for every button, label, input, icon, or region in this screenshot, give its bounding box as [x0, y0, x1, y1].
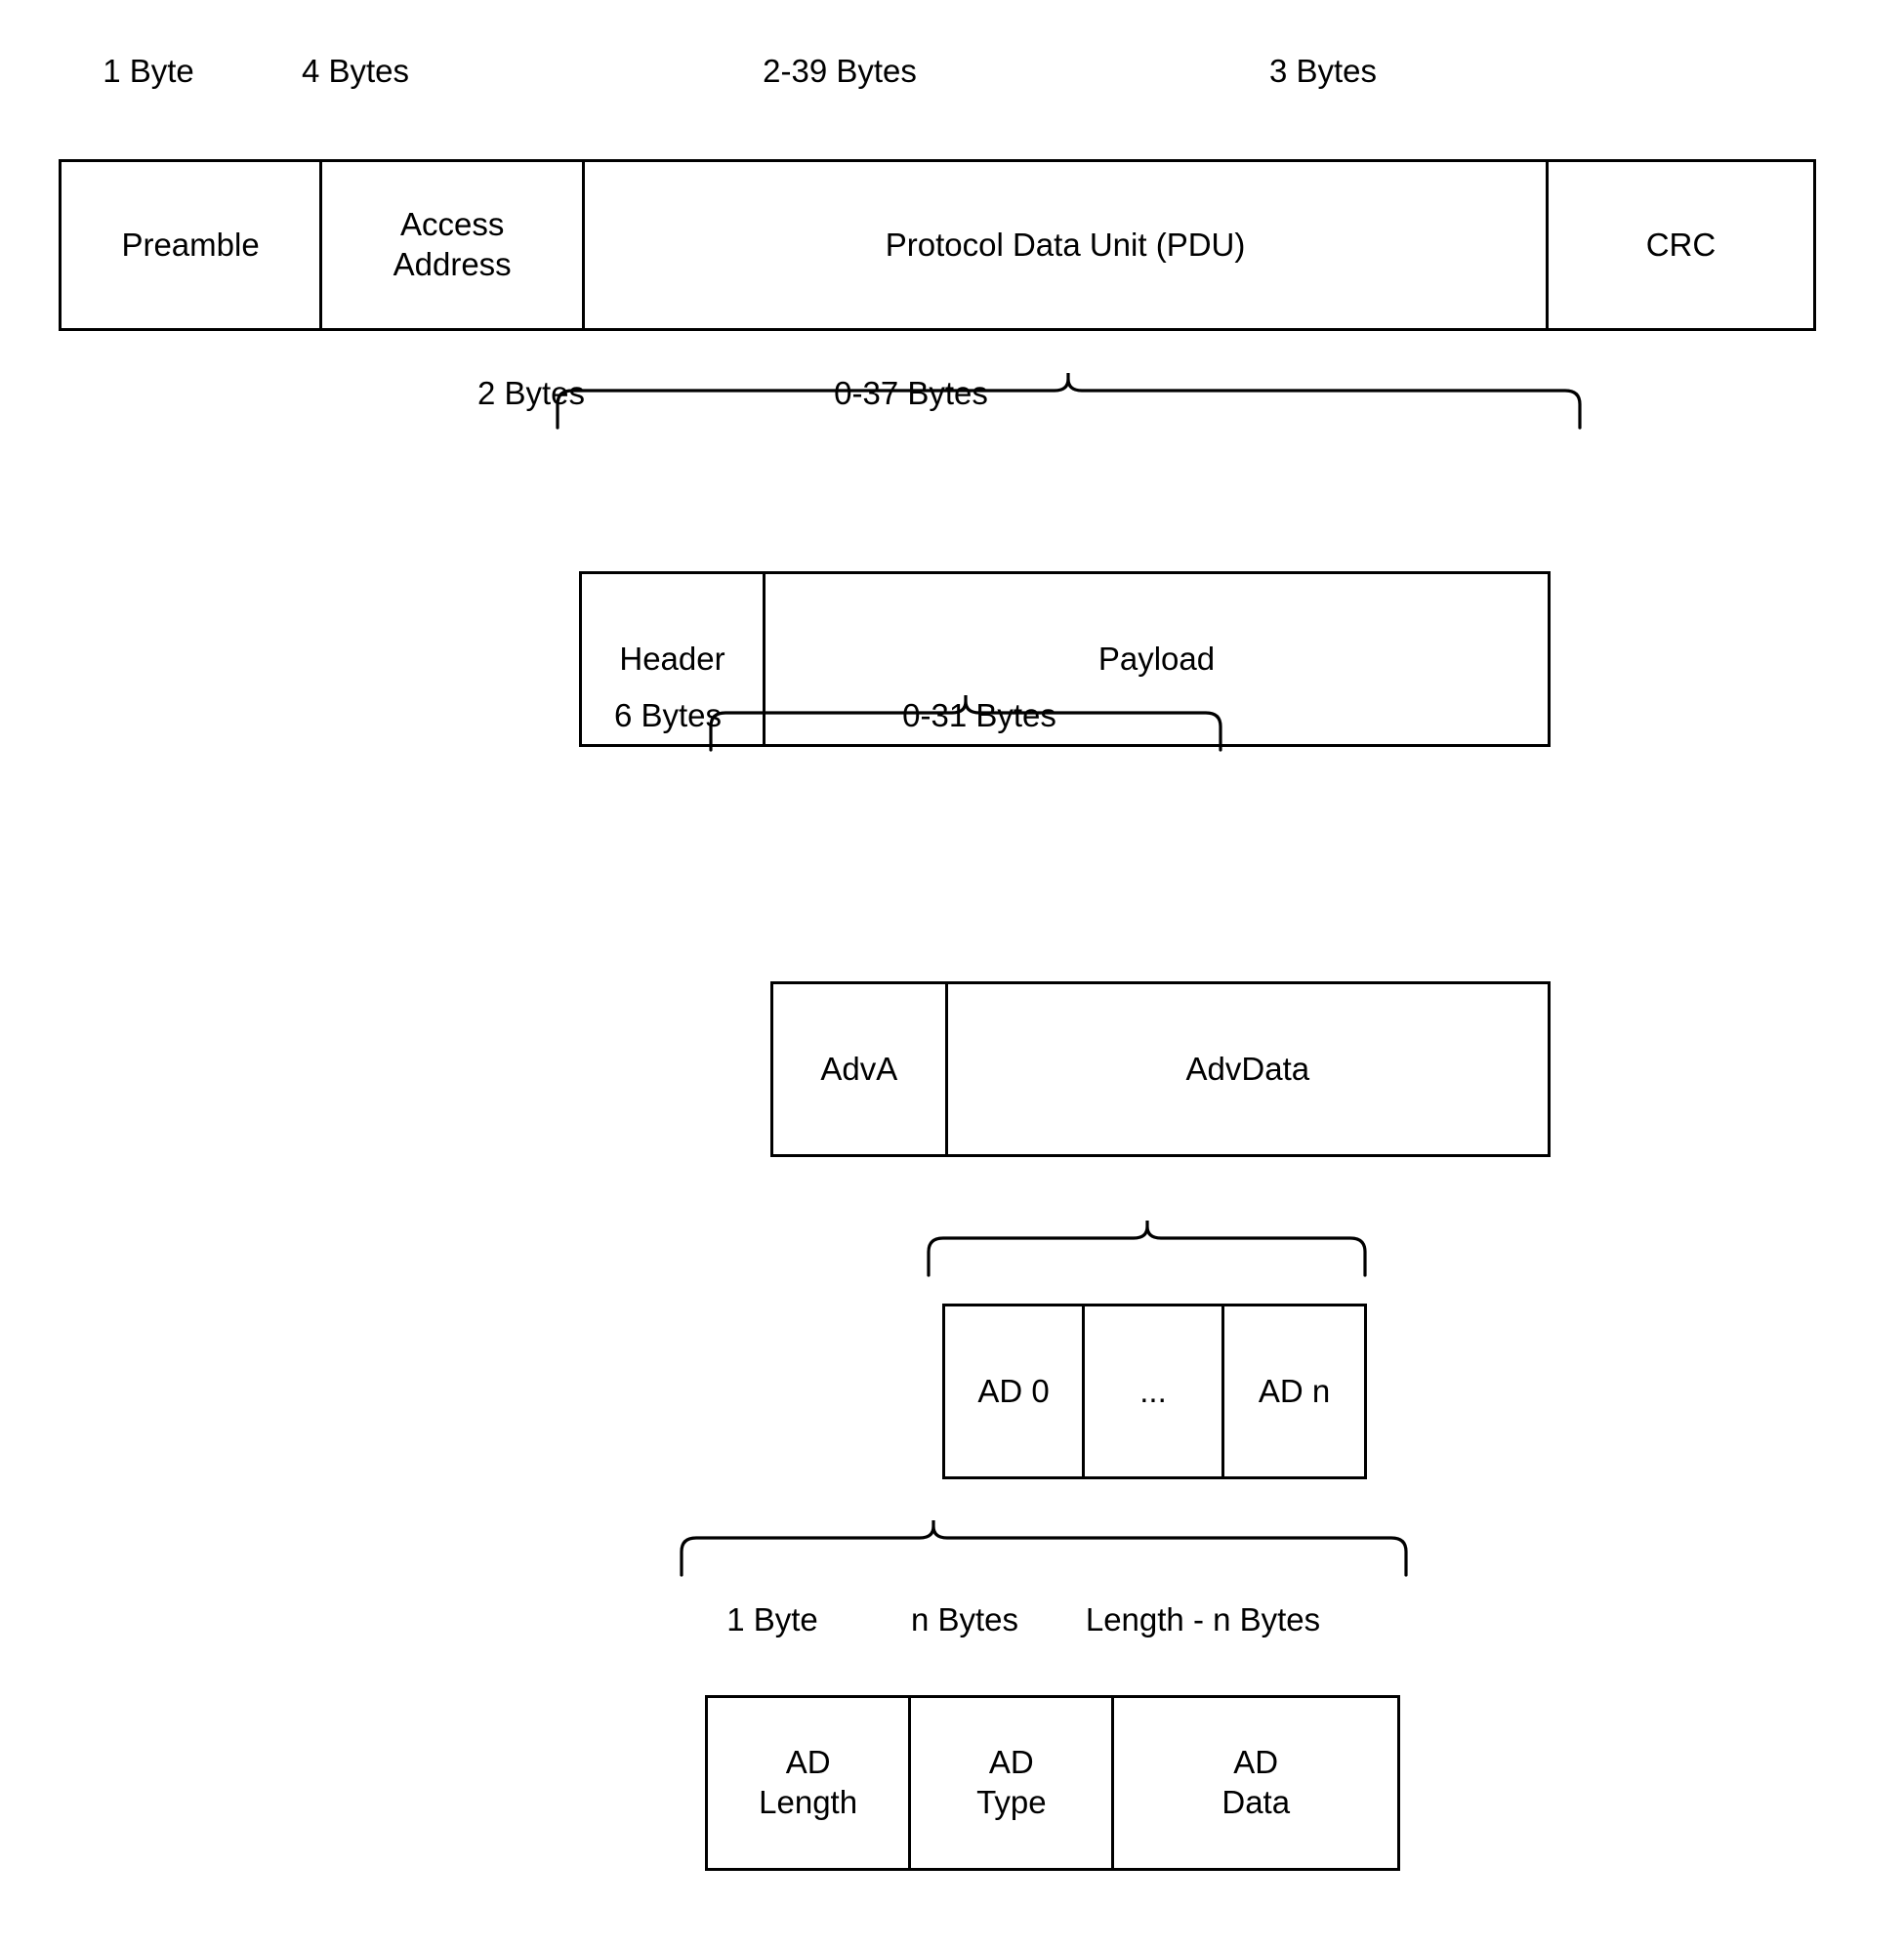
size-label-header: 2 Bytes	[476, 375, 586, 411]
field-access-address: Access Address	[322, 162, 586, 328]
payload-row: AdvA AdvData	[770, 981, 1551, 1157]
field-advdata: AdvData	[947, 984, 1548, 1154]
size-label-payload: 0-37 Bytes	[834, 375, 988, 411]
link-layer-packet-row: Preamble Access Address Protocol Data Un…	[59, 159, 1816, 331]
field-header: Header	[582, 574, 766, 744]
field-payload: Payload	[766, 574, 1548, 744]
ad-structure-row: AD Length AD Type AD Data	[705, 1695, 1400, 1871]
field-ad-n: AD n	[1224, 1306, 1364, 1476]
size-label-ad-data: Length - n Bytes	[1085, 1601, 1321, 1637]
size-label-adva: 6 Bytes	[613, 697, 723, 733]
field-ad-ellipsis: ...	[1085, 1306, 1225, 1476]
advdata-row: AD 0 ... AD n	[942, 1304, 1367, 1479]
field-pdu: Protocol Data Unit (PDU)	[585, 162, 1549, 328]
size-label-ad-type: n Bytes	[910, 1601, 1019, 1637]
brace-pdu	[556, 371, 1582, 430]
field-ad-0: AD 0	[945, 1306, 1086, 1476]
field-preamble: Preamble	[62, 162, 323, 328]
field-ad-data: AD Data	[1114, 1698, 1397, 1868]
size-label-access-address: 4 Bytes	[301, 53, 410, 89]
pdu-row: Header Payload	[579, 571, 1551, 747]
field-ad-type: AD Type	[911, 1698, 1115, 1868]
field-ad-length: AD Length	[708, 1698, 912, 1868]
size-label-ad-length: 1 Byte	[726, 1601, 818, 1637]
brace-advdata	[927, 1219, 1367, 1277]
field-adva: AdvA	[773, 984, 948, 1154]
size-label-pdu: 2-39 Bytes	[763, 53, 917, 89]
size-label-preamble: 1 Byte	[103, 53, 194, 89]
brace-ad-structure	[680, 1518, 1408, 1577]
brace-payload	[709, 693, 1222, 752]
field-crc: CRC	[1548, 162, 1813, 328]
size-label-advdata: 0-31 Bytes	[902, 697, 1056, 733]
size-label-crc: 3 Bytes	[1268, 53, 1378, 89]
